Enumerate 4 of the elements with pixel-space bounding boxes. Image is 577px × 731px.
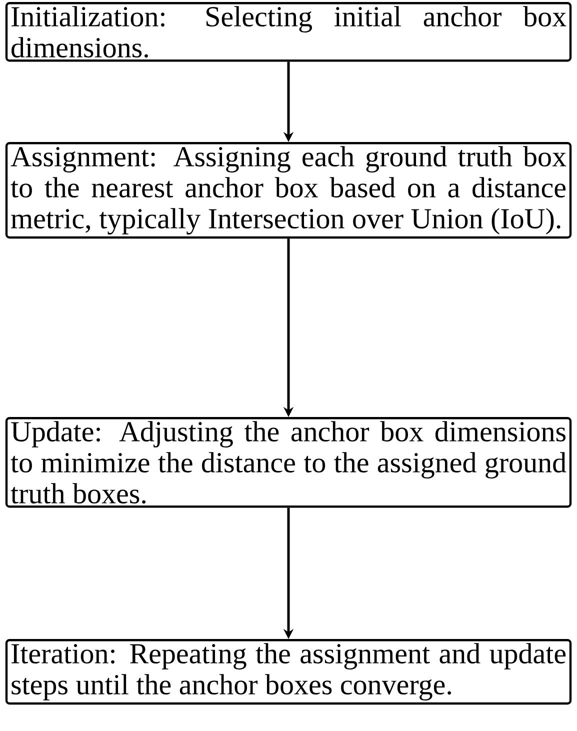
process-box: Update: Adjusting the anchor box dimensions to minimize the distance to the assigned ground truth boxes. [5, 417, 572, 508]
process-box: Initialization: Selecting initial anchor box dimensions. [5, 2, 572, 62]
process-box: Assignment: Assigning each ground truth box to the nearest anchor box based on a distance metric, typically Intersection over Union (IoU). [5, 142, 572, 239]
process-box: Iteration: Repeating the assignment and update steps until the anchor boxes converge. [5, 639, 572, 705]
